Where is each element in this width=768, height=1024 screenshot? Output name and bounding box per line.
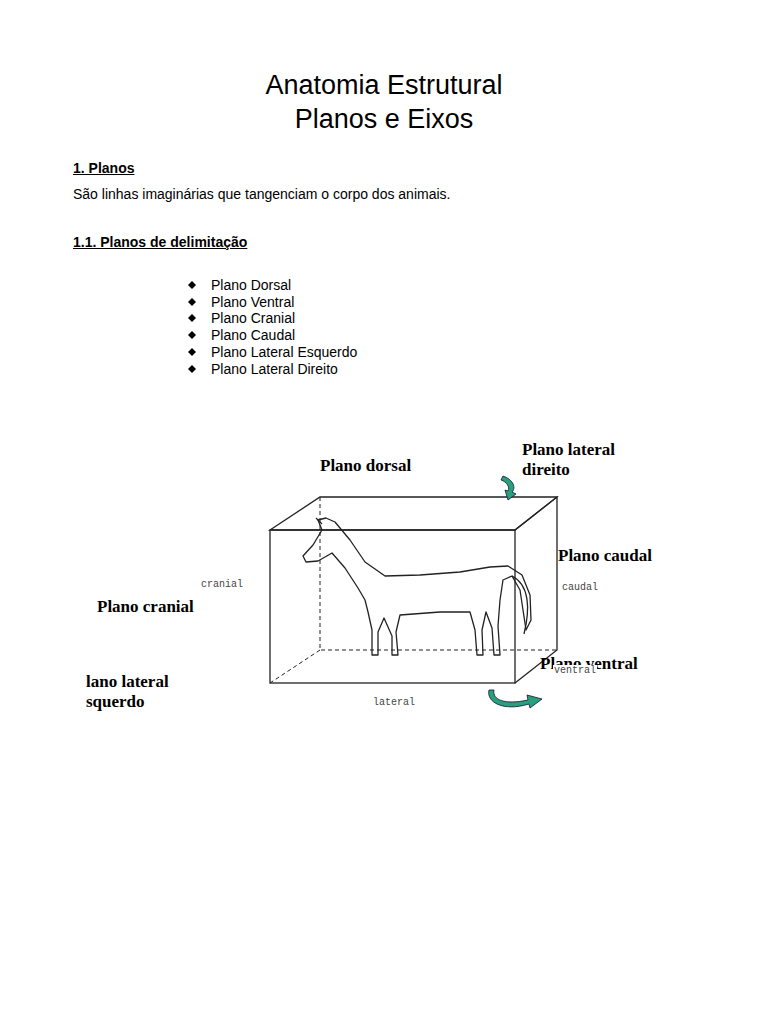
cube [270,497,557,683]
plane-label: Plano lateral direito [522,440,652,480]
plane-label: Plano dorsal [320,456,411,476]
section-heading: 1. Planos [73,160,134,177]
plane-label: lano lateral squerdo [86,672,211,712]
direction-label: lateral [372,697,416,709]
plane-label: Plano cranial [97,597,237,617]
rotation-arrows [489,476,542,708]
section-heading: 1.1. Planos de delimitação [73,234,247,251]
list-item: Plano Cranial [211,310,295,327]
horse-outline [303,518,531,655]
page-title: Anatomia Estrutural Planos e Eixos [234,68,534,136]
list-item: Plano Lateral Direito [211,361,338,378]
direction-label: ventral [553,665,597,677]
list-item: Plano Dorsal [211,277,291,294]
bullets [188,281,196,373]
body-text: São linhas imaginárias que tangenciam o … [73,186,450,203]
direction-label: cranial [200,579,244,591]
plane-label: Plano caudal [558,546,688,566]
direction-label: caudal [561,582,599,594]
list-item: Plano Caudal [211,327,295,344]
list-item: Plano Ventral [211,294,294,311]
list-item: Plano Lateral Esquerdo [211,344,357,361]
